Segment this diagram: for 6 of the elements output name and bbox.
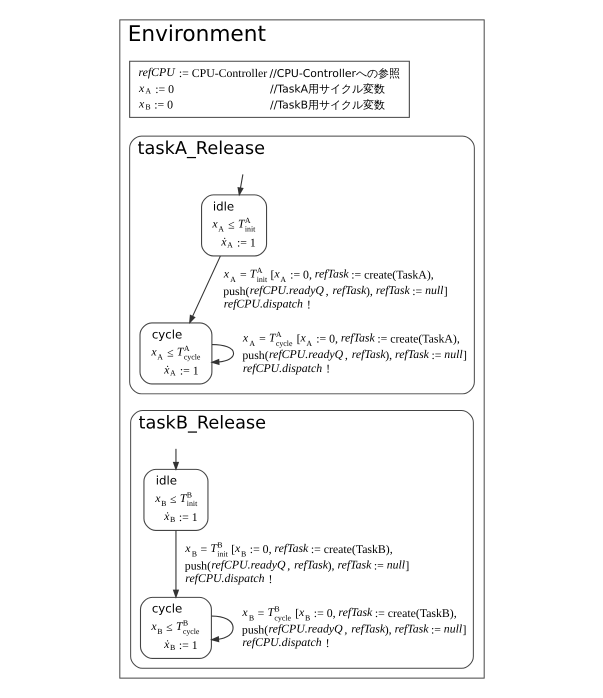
arrow — [172, 530, 179, 599]
arrow — [236, 174, 244, 196]
arrow — [172, 448, 179, 471]
arrow — [188, 256, 220, 324]
arrow — [210, 616, 234, 642]
arrow — [210, 344, 234, 366]
